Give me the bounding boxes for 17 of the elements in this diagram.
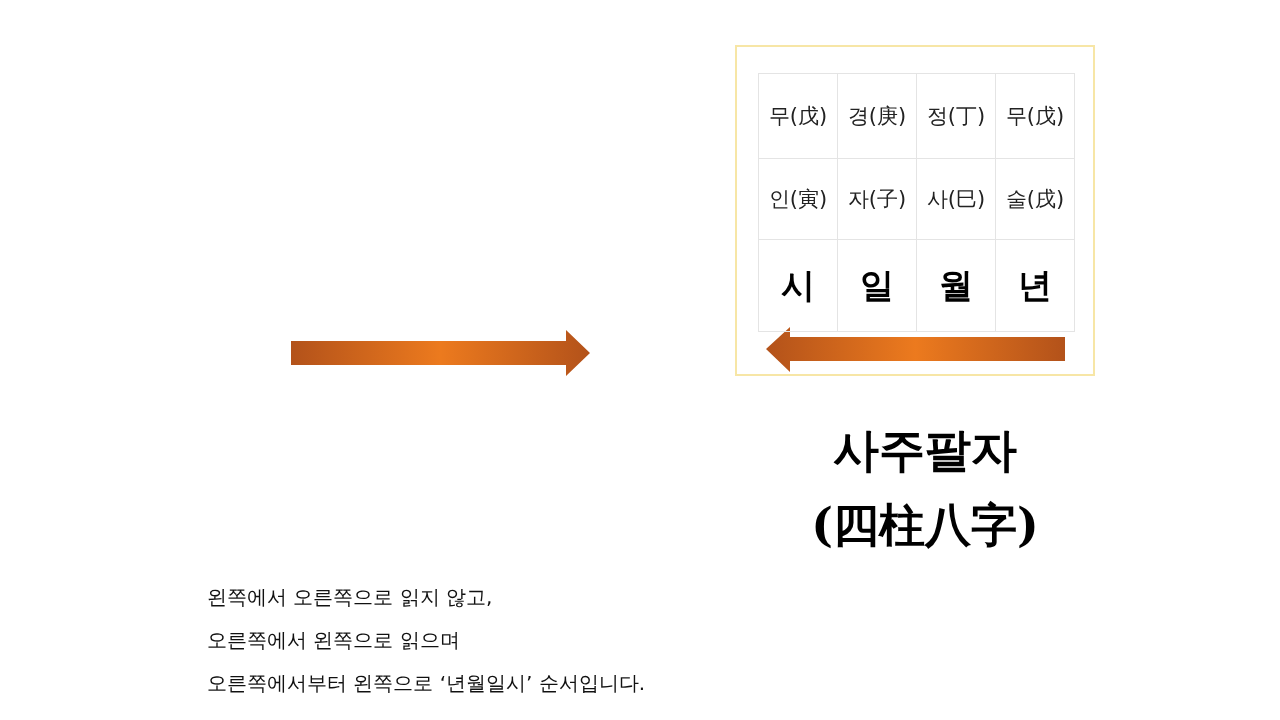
- note-text: 오른쪽에서부터 왼쪽으로 ‘년월일시’ 순서입니다.: [207, 670, 646, 697]
- pillar-label: 월: [939, 264, 973, 305]
- table-cell-text: 인(寅): [768, 187, 828, 211]
- pillar-label: 년: [1018, 264, 1052, 305]
- note-text: 오른쪽에서 왼쪽으로 읽으며: [207, 627, 460, 654]
- table-cell-text: 사(巳): [926, 187, 986, 211]
- table-cell-text: 술(戌): [1005, 187, 1065, 211]
- note-text: 왼쪽에서 오른쪽으로 읽지 않고,: [207, 584, 493, 611]
- pillar-label: 일: [860, 264, 894, 305]
- table-cell-text: 경(庚): [847, 104, 907, 128]
- title-text: (四柱八字): [810, 497, 1040, 554]
- title-text: 사주팔자: [832, 422, 1018, 479]
- table-cell-text: 정(丁): [926, 104, 986, 128]
- pillar-label: 시: [781, 264, 815, 305]
- table-cell-text: 무(戊): [1005, 104, 1065, 128]
- table-cell-text: 자(子): [847, 187, 907, 211]
- table-cell-text: 무(戊): [768, 104, 828, 128]
